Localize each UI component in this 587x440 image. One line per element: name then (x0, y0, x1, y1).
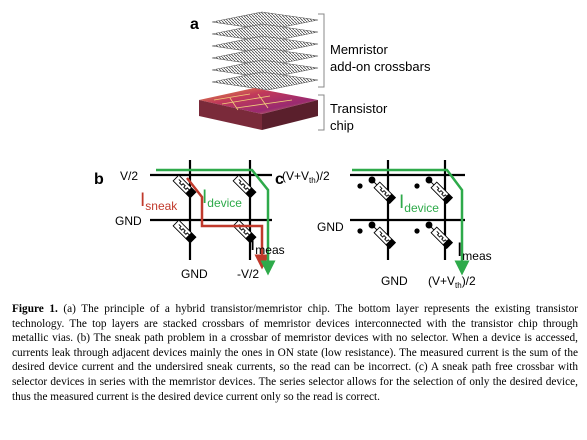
selector-memristors-c (368, 176, 453, 249)
gnd-left-label-c: GND (317, 220, 344, 234)
device-path-b (156, 168, 276, 276)
i-device-label-c: Idevice (399, 192, 439, 215)
i-meas-label-c: Imeas (457, 240, 492, 263)
crossbar-wires-b (150, 160, 272, 260)
i-meas-label-b: Imeas (250, 234, 285, 257)
memristor-label-line2: add-on crossbars (330, 59, 431, 74)
figure-1-illustration: a Memristor add-on crossbars Transistor … (94, 11, 492, 290)
gnd-bottom-label-b: GND (181, 267, 208, 281)
sneak-path-b (186, 177, 270, 270)
panel-c-letter: c (275, 171, 284, 188)
panel-c: c (275, 160, 492, 290)
v-bottom-label-b: -V/2 (237, 267, 259, 281)
memristor-layer-stack (211, 11, 319, 91)
i-device-label-b: Idevice (202, 187, 242, 210)
panel-b: b (94, 160, 285, 281)
v-bottom-label-c: (V+Vth)/2 (428, 274, 476, 290)
gnd-left-label-b: GND (115, 214, 142, 228)
transistor-label-line2: chip (330, 118, 354, 133)
memristor-bracket (318, 13, 325, 88)
transistor-bracket (318, 94, 325, 131)
panel-a-letter: a (190, 16, 199, 33)
panel-b-letter: b (94, 171, 104, 188)
figure-caption: Figure 1. (a) The principle of a hybrid … (12, 302, 578, 404)
panel-a: a Memristor add-on crossbars Transistor … (190, 11, 431, 133)
device-path-c (352, 168, 470, 276)
i-sneak-label: Isneak (140, 190, 178, 213)
memristors-b (172, 174, 257, 244)
caption-label: Figure 1. (12, 303, 58, 315)
transistor-label-line1: Transistor (330, 101, 388, 116)
gnd-bottom-label-c: GND (381, 274, 408, 288)
v-top-label-c: (V+Vth)/2 (282, 169, 330, 185)
memristor-label-line1: Memristor (330, 42, 388, 57)
v-top-label-b: V/2 (120, 169, 138, 183)
junction-dots-c (357, 183, 420, 234)
transistor-chip-layer (199, 88, 318, 130)
caption-text: (a) The principle of a hybrid transistor… (12, 303, 579, 403)
